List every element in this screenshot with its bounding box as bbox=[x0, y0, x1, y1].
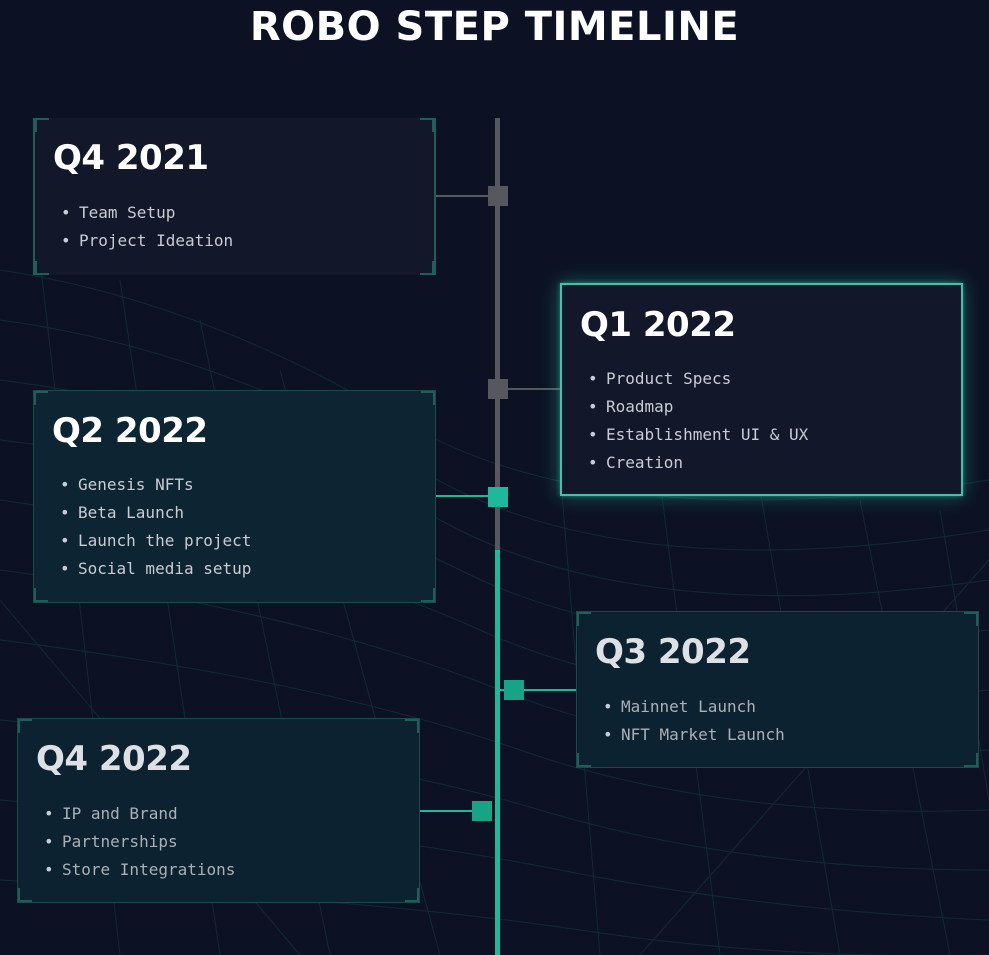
card-corner bbox=[420, 118, 434, 132]
card-corner bbox=[420, 261, 434, 275]
page-title: ROBO STEP TIMELINE bbox=[249, 4, 740, 50]
card-corner bbox=[577, 753, 591, 767]
milestone-title: Q2 2022 bbox=[52, 411, 208, 451]
milestone-card-q3-2022: Q3 2022 •Mainnet Launch •NFT Market Laun… bbox=[576, 611, 979, 768]
milestone-item-list: •Team Setup •Project Ideation bbox=[61, 199, 233, 255]
timeline-node-q3-2022 bbox=[504, 680, 524, 700]
milestone-card-q4-2022: Q4 2022 •IP and Brand •Partnerships •Sto… bbox=[17, 718, 420, 903]
timeline-node-q4-2022 bbox=[472, 801, 492, 821]
milestone-item: •Team Setup bbox=[61, 203, 176, 222]
card-corner bbox=[18, 888, 32, 902]
milestone-item-list: •Genesis NFTs •Beta Launch •Launch the p… bbox=[60, 471, 251, 583]
milestone-card-q4-2021: Q4 2021 •Team Setup •Project Ideation bbox=[33, 118, 436, 275]
card-corner bbox=[34, 588, 48, 602]
milestone-title: Q1 2022 bbox=[580, 305, 736, 345]
timeline-node-q1-2022 bbox=[488, 379, 508, 399]
connector-q1-2022 bbox=[500, 388, 560, 390]
card-corner bbox=[421, 391, 435, 405]
card-corner bbox=[35, 118, 49, 132]
milestone-item-list: •Mainnet Launch •NFT Market Launch bbox=[603, 693, 785, 749]
milestone-item: •Project Ideation bbox=[61, 231, 234, 250]
milestone-item: •Beta Launch bbox=[60, 503, 184, 522]
milestone-item-list: •Product Specs •Roadmap •Establishment U… bbox=[588, 365, 808, 477]
milestone-item-list: •IP and Brand •Partnerships •Store Integ… bbox=[44, 800, 235, 884]
milestone-item: •Establishment UI & UX bbox=[588, 425, 809, 444]
card-corner bbox=[405, 719, 419, 733]
milestone-item: •Mainnet Launch bbox=[603, 697, 756, 716]
milestone-title: Q4 2022 bbox=[36, 739, 192, 779]
milestone-card-q1-2022: Q1 2022 •Product Specs •Roadmap •Establi… bbox=[560, 283, 963, 496]
milestone-item: •Genesis NFTs bbox=[60, 475, 194, 494]
card-corner bbox=[964, 612, 978, 626]
connector-q3-2022 bbox=[500, 689, 576, 691]
milestone-item: •Store Integrations bbox=[44, 860, 236, 879]
connector-q4-2021 bbox=[436, 195, 496, 197]
card-corner bbox=[964, 753, 978, 767]
milestone-card-q2-2022: Q2 2022 •Genesis NFTs •Beta Launch •Laun… bbox=[33, 390, 436, 603]
card-corner bbox=[577, 612, 591, 626]
card-corner bbox=[421, 588, 435, 602]
milestone-item: •NFT Market Launch bbox=[603, 725, 785, 744]
milestone-item: •Creation bbox=[588, 453, 684, 472]
timeline-node-q2-2022 bbox=[488, 487, 508, 507]
card-corner bbox=[35, 261, 49, 275]
milestone-item: •IP and Brand bbox=[44, 804, 178, 823]
milestone-item: •Social media setup bbox=[60, 559, 252, 578]
card-corner bbox=[405, 888, 419, 902]
connector-q4-2022 bbox=[420, 810, 480, 812]
milestone-title: Q4 2021 bbox=[53, 138, 209, 178]
milestone-item: •Roadmap bbox=[588, 397, 674, 416]
milestone-title: Q3 2022 bbox=[595, 632, 751, 672]
timeline-line-upcoming bbox=[495, 550, 500, 955]
connector-q2-2022 bbox=[436, 495, 496, 497]
card-corner bbox=[34, 391, 48, 405]
timeline-line-completed bbox=[495, 118, 500, 550]
milestone-item: •Product Specs bbox=[588, 369, 732, 388]
card-corner bbox=[18, 719, 32, 733]
milestone-item: •Partnerships bbox=[44, 832, 178, 851]
timeline-node-q4-2021 bbox=[488, 186, 508, 206]
milestone-item: •Launch the project bbox=[60, 531, 252, 550]
